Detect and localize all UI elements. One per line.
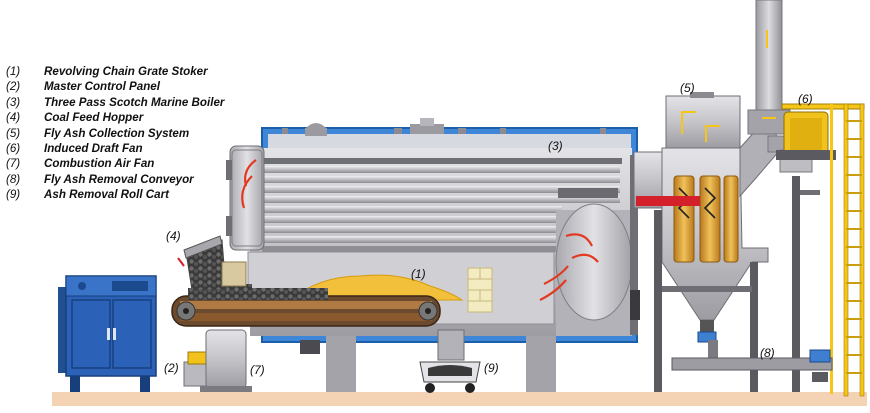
legend-item: (7) Combustion Air Fan bbox=[6, 156, 256, 171]
legend-label: Fly Ash Collection System bbox=[44, 126, 190, 140]
callout-fly-ash-collector: (5) bbox=[680, 81, 695, 95]
legend-item: (8) Fly Ash Removal Conveyor bbox=[6, 172, 256, 187]
legend-label: Three Pass Scotch Marine Boiler bbox=[44, 95, 225, 109]
floor bbox=[52, 392, 867, 406]
legend-number: (5) bbox=[6, 126, 21, 140]
flue-gas-flow-arrows bbox=[241, 159, 599, 301]
callout-combustion-fan: (7) bbox=[250, 363, 265, 377]
callout-boiler: (3) bbox=[548, 139, 563, 153]
legend-number: (8) bbox=[6, 172, 21, 186]
ash-removal-roll-cart bbox=[419, 329, 481, 393]
callout-hopper: (4) bbox=[166, 229, 181, 243]
combustion-air-fan bbox=[183, 329, 252, 392]
legend-label: Combustion Air Fan bbox=[44, 157, 155, 171]
legend-item: (2) Master Control Panel bbox=[6, 79, 256, 94]
legend-item: (1) Revolving Chain Grate Stoker bbox=[6, 64, 256, 79]
legend-label: Ash Removal Roll Cart bbox=[44, 188, 169, 202]
callout-conveyor: (8) bbox=[760, 346, 775, 360]
fly-ash-removal-conveyor bbox=[671, 340, 833, 382]
callout-stoker: (1) bbox=[411, 267, 426, 281]
legend-label: Induced Draft Fan bbox=[44, 141, 143, 155]
legend-number: (3) bbox=[6, 95, 21, 109]
component-legend: (1) Revolving Chain Grate Stoker (2) Maste… bbox=[6, 64, 256, 203]
legend-label: Revolving Chain Grate Stoker bbox=[44, 65, 208, 78]
legend-item: (5) Fly Ash Collection System bbox=[6, 126, 256, 141]
legend-item: (3) Three Pass Scotch Marine Boiler bbox=[6, 95, 256, 110]
legend-number: (2) bbox=[6, 80, 21, 94]
legend-number: (9) bbox=[6, 188, 21, 202]
fly-ash-collection-system bbox=[633, 92, 781, 392]
callout-control-panel: (2) bbox=[164, 361, 179, 375]
access-platform bbox=[781, 103, 865, 397]
exhaust-stack bbox=[747, 0, 820, 392]
master-control-panel bbox=[58, 275, 157, 392]
legend-number: (7) bbox=[6, 157, 21, 171]
legend-number: (6) bbox=[6, 141, 21, 155]
induced-draft-fan bbox=[776, 111, 836, 160]
legend-label: Master Control Panel bbox=[44, 80, 160, 94]
legend-label: Coal Feed Hopper bbox=[44, 111, 144, 125]
legend-label: Fly Ash Removal Conveyor bbox=[44, 172, 194, 186]
legend-item: (6) Induced Draft Fan bbox=[6, 141, 256, 156]
legend-item: (4) Coal Feed Hopper bbox=[6, 110, 256, 125]
chain-grate-stoker bbox=[171, 284, 441, 327]
clean-gas-flow-arrows bbox=[681, 30, 776, 142]
coal-feed-hopper bbox=[177, 235, 247, 291]
legend-number: (4) bbox=[6, 111, 21, 125]
legend-number: (1) bbox=[6, 65, 21, 78]
callout-id-fan: (6) bbox=[798, 92, 813, 106]
callout-roll-cart: (9) bbox=[484, 361, 499, 375]
legend-item: (9) Ash Removal Roll Cart bbox=[6, 187, 256, 202]
